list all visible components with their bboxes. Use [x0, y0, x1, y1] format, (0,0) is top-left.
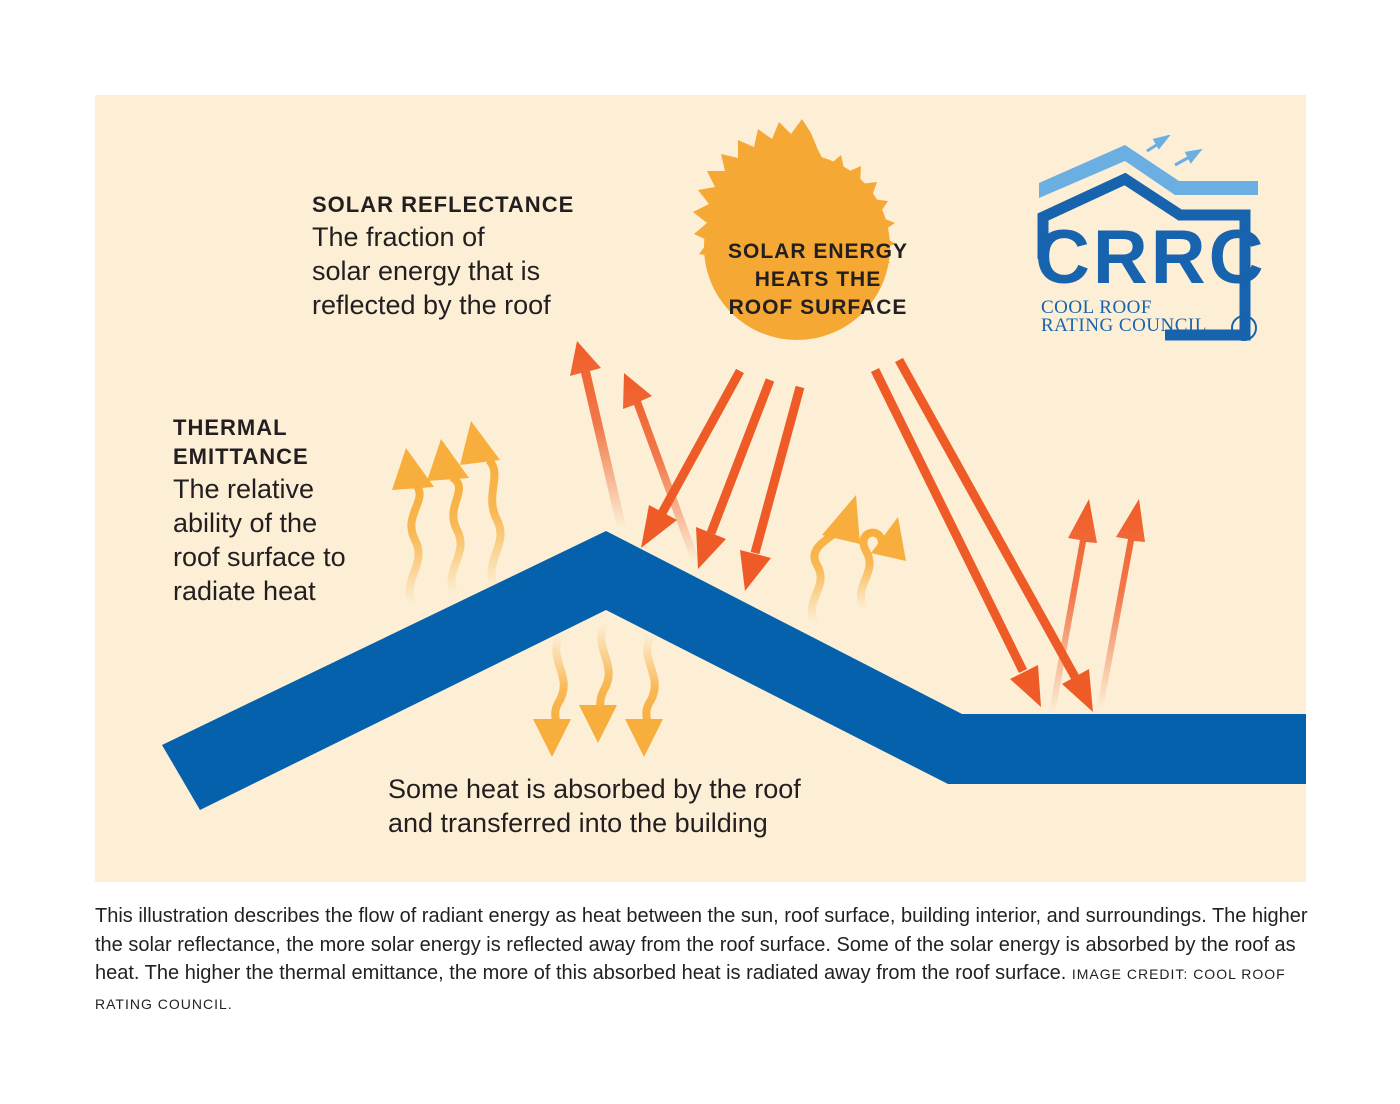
wavy-heat-arrow [392, 448, 434, 607]
incoming-solar-arrow [740, 385, 805, 591]
solar-reflectance-line: reflected by the roof [312, 290, 551, 320]
thermal-emittance-line: The relative [173, 474, 315, 504]
thermal-emittance-heading: THERMAL EMITTANCE [173, 413, 309, 471]
thermal-emittance-line: radiate heat [173, 576, 316, 606]
registered-trademark-icon: R [1231, 315, 1257, 341]
figure-caption: This illustration describes the flow of … [95, 902, 1310, 1018]
wavy-heat-arrow [533, 633, 571, 757]
crrc-logo: CRRC COOL ROOF RATING COUNCIL R [1035, 135, 1275, 355]
incoming-solar-arrow [870, 368, 1041, 707]
caption-text: This illustration describes the flow of … [95, 905, 1308, 984]
absorbed-heat-line: Some heat is absorbed by the roof [388, 774, 801, 804]
thermal-emittance-heading-line: EMITTANCE [173, 444, 309, 469]
sun-label-line: HEATS THE [754, 268, 882, 291]
diagram-artwork [162, 119, 1306, 810]
sun-label-line: ROOF SURFACE [728, 296, 908, 319]
wavy-heat-arrow [579, 621, 617, 743]
sun-label-line: SOLAR ENERGY [727, 240, 909, 263]
image-credit: IMAGE CREDIT: COOL ROOF RATING COUNCIL. [95, 966, 1286, 1012]
crrc-abbreviation: CRRC [1035, 215, 1267, 300]
thermal-emittance-heading-line: THERMAL [173, 415, 288, 440]
sun-icon [693, 119, 895, 340]
absorbed-heat-label: Some heat is absorbed by the roof and tr… [388, 772, 801, 840]
sun-label: SOLAR ENERGY HEATS THE ROOF SURFACE [711, 238, 925, 322]
wavy-heat-arrow [856, 517, 906, 611]
solar-reflectance-line: The fraction of [312, 222, 485, 252]
wavy-heat-arrow [807, 495, 860, 625]
wavy-heat-arrow [625, 633, 663, 757]
absorbed-heat-line: and transferred into the building [388, 808, 768, 838]
solar-reflectance-line: solar energy that is [312, 256, 541, 286]
reflected-solar-arrow [1097, 499, 1145, 709]
wavy-heat-arrow [427, 439, 469, 597]
incoming-solar-arrow [641, 368, 744, 548]
thermal-emittance-description: The relative ability of the roof surface… [173, 472, 346, 608]
reflected-solar-arrow [1049, 499, 1097, 714]
solar-reflectance-heading: SOLAR REFLECTANCE [312, 192, 575, 217]
incoming-solar-arrow [895, 357, 1093, 712]
diagram-panel: SOLAR REFLECTANCE The fraction of solar … [95, 95, 1306, 882]
incoming-solar-arrow [696, 378, 775, 569]
crrc-name-line: RATING COUNCIL [1041, 315, 1207, 336]
reflected-solar-arrow [570, 341, 626, 528]
roof [162, 531, 1306, 810]
solar-reflectance-description: The fraction of solar energy that is ref… [312, 220, 551, 322]
reflected-solar-arrow [623, 373, 699, 563]
thermal-emittance-line: roof surface to [173, 542, 346, 572]
crrc-name-line: COOL ROOF [1041, 297, 1152, 318]
wavy-heat-arrow [460, 421, 505, 591]
thermal-emittance-line: ability of the [173, 508, 318, 538]
